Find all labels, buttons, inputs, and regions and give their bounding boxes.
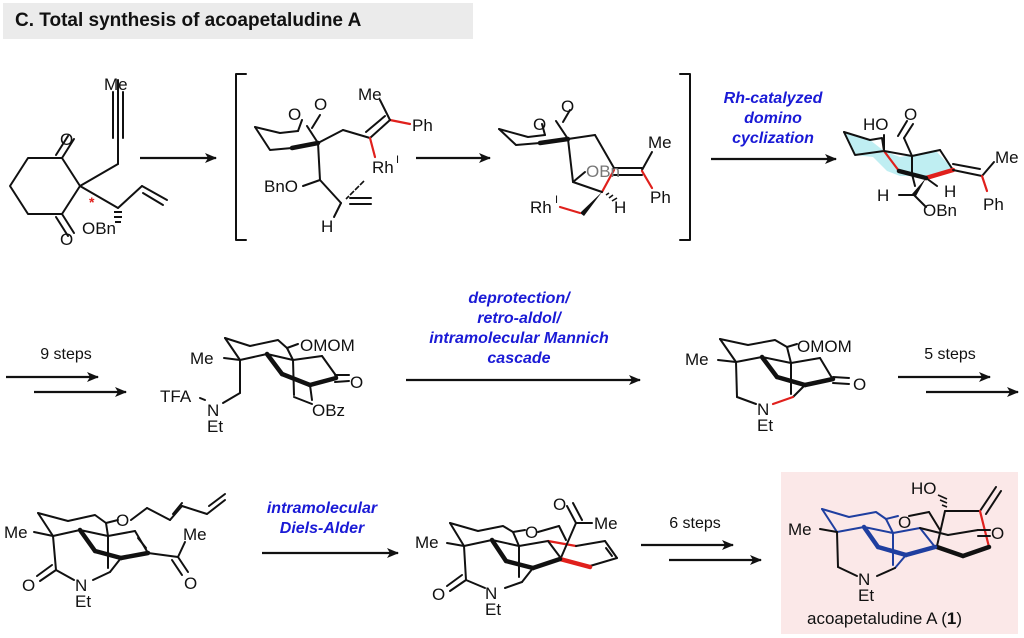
cyclization-product: HO O Me H H OBn Ph bbox=[843, 105, 1019, 220]
label-o-ether: O bbox=[116, 511, 129, 530]
label-o-lactam: O bbox=[432, 585, 445, 604]
label-n: N bbox=[485, 584, 497, 603]
label-me: Me bbox=[594, 514, 618, 533]
condition-line: cascade bbox=[487, 350, 550, 367]
label-o-ether: O bbox=[898, 513, 911, 532]
label-et: Et bbox=[75, 592, 91, 611]
steps-label: 9 steps bbox=[40, 346, 92, 363]
label-n: N bbox=[757, 400, 769, 419]
label-omom: OMOM bbox=[797, 337, 852, 356]
steps-label: 5 steps bbox=[924, 346, 976, 363]
condition-line: cyclization bbox=[732, 130, 814, 147]
section-title-bar: C. Total synthesis of acoapetaludine A bbox=[3, 3, 473, 39]
label-rh-oxidation: I bbox=[555, 194, 558, 206]
label-rh: Rh bbox=[372, 158, 394, 177]
label-ph: Ph bbox=[412, 116, 433, 135]
stereocenter-marker: * bbox=[89, 194, 95, 210]
condition-line: domino bbox=[744, 110, 802, 127]
label-me: Me bbox=[358, 85, 382, 104]
label-et: Et bbox=[485, 600, 501, 619]
label-rh: Rh bbox=[530, 198, 552, 217]
bracket-left bbox=[235, 73, 247, 241]
compound-tfa-amide: Me OMOM O TFA N Et OBz bbox=[160, 336, 363, 436]
label-me: Me bbox=[104, 75, 128, 94]
label-me: Me bbox=[995, 148, 1019, 167]
label-me: Me bbox=[183, 525, 207, 544]
condition-line: intramolecular Mannich bbox=[429, 330, 609, 347]
label-ho: HO bbox=[863, 115, 889, 134]
label-et: Et bbox=[858, 586, 874, 605]
label-h: H bbox=[877, 186, 889, 205]
label-rh-oxidation: I bbox=[396, 154, 399, 166]
label-n: N bbox=[75, 576, 87, 595]
label-obn: OBn bbox=[82, 219, 116, 238]
label-o: O bbox=[288, 105, 301, 124]
label-o: O bbox=[553, 495, 566, 514]
label-me: Me bbox=[788, 520, 812, 539]
label-o: O bbox=[60, 130, 73, 149]
label-me: Me bbox=[648, 133, 672, 152]
compound-name: acoapetaludine A (1) bbox=[807, 609, 962, 628]
label-et: Et bbox=[757, 416, 773, 435]
label-obz: OBz bbox=[312, 401, 345, 420]
condition-line: Diels-Alder bbox=[280, 520, 365, 537]
compound-diels-alder-adduct: O Me O Me O N Et bbox=[415, 495, 618, 619]
condition-line: deprotection/ bbox=[468, 290, 571, 307]
label-o: O bbox=[60, 230, 73, 249]
condition-line: intramolecular bbox=[267, 500, 378, 517]
label-bno: BnO bbox=[264, 177, 298, 196]
label-me: Me bbox=[685, 350, 709, 369]
label-h: H bbox=[614, 198, 626, 217]
condition-line: Rh-catalyzed bbox=[724, 90, 824, 107]
label-tfa: TFA bbox=[160, 387, 192, 406]
label-ph: Ph bbox=[650, 188, 671, 207]
label-me: Me bbox=[4, 523, 28, 542]
intermediate-1: Me Ph O O Rh I BnO H bbox=[254, 85, 433, 236]
label-o: O bbox=[350, 373, 363, 392]
label-h: H bbox=[944, 182, 956, 201]
vinyl-bond bbox=[117, 185, 143, 209]
label-o: O bbox=[533, 115, 546, 134]
carbonyl-bond-bottom bbox=[61, 213, 75, 234]
cyclohexanedione-ring bbox=[9, 157, 81, 215]
label-ph: Ph bbox=[983, 195, 1004, 214]
final-product-acoapetaludine-a: HO O O Me N Et acoapetaludine A (1) bbox=[788, 479, 1004, 628]
label-o: O bbox=[853, 375, 866, 394]
label-omom: OMOM bbox=[300, 336, 355, 355]
compound-mannich-product: Me OMOM O N Et bbox=[685, 337, 866, 435]
section-title: C. Total synthesis of acoapetaludine A bbox=[15, 10, 362, 31]
bracket-right bbox=[679, 73, 691, 241]
label-obn: OBn bbox=[586, 162, 620, 181]
steps-label: 6 steps bbox=[669, 515, 721, 532]
label-n: N bbox=[207, 401, 219, 420]
compound-diene-enone: Me O Me O O N Et bbox=[4, 493, 226, 611]
label-me: Me bbox=[415, 533, 439, 552]
start-material: Me O O OBn * bbox=[9, 75, 168, 249]
label-h: H bbox=[321, 217, 333, 236]
label-o-ketone: O bbox=[991, 524, 1004, 543]
label-obn: OBn bbox=[923, 201, 957, 220]
intermediate-2: O O Me OBn Ph Rh I H bbox=[498, 97, 672, 217]
label-o-ketone: O bbox=[184, 574, 197, 593]
label-n: N bbox=[858, 570, 870, 589]
condition-line: retro-aldol/ bbox=[477, 310, 562, 327]
label-o: O bbox=[314, 95, 327, 114]
hashed-wedge bbox=[114, 211, 122, 223]
label-me: Me bbox=[190, 349, 214, 368]
label-ho: HO bbox=[911, 479, 937, 498]
label-o: O bbox=[904, 105, 917, 124]
carbonyl-bond-top bbox=[61, 138, 75, 159]
label-o-ether: O bbox=[525, 523, 538, 542]
propargyl-ch2 bbox=[79, 163, 119, 187]
label-et: Et bbox=[207, 417, 223, 436]
label-o: O bbox=[561, 97, 574, 116]
label-o-lactam: O bbox=[22, 576, 35, 595]
